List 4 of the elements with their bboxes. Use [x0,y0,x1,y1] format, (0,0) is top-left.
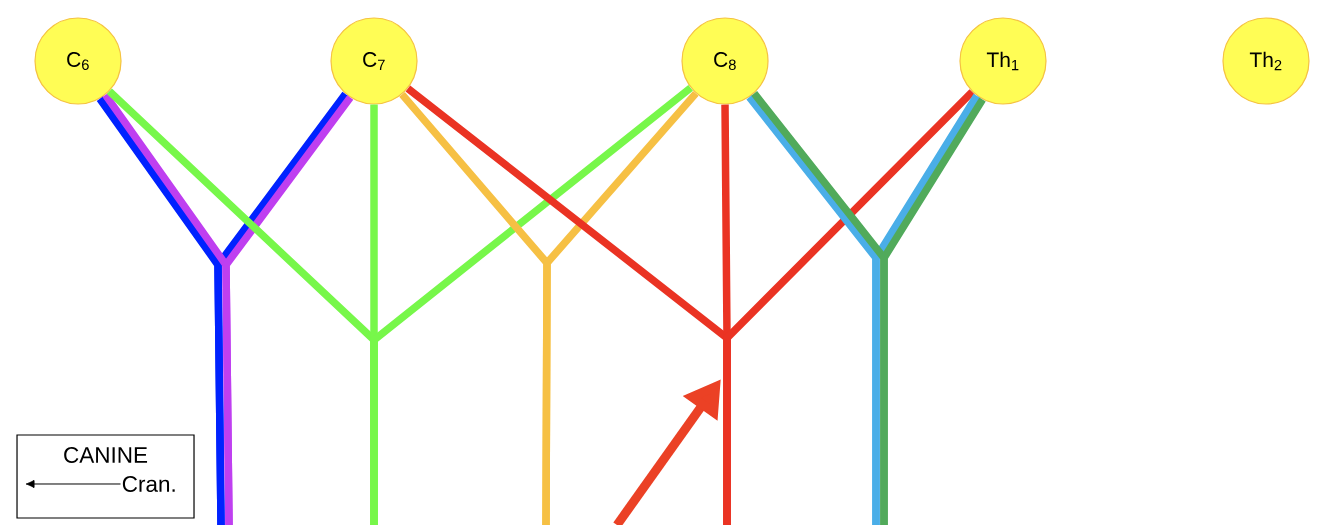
nerve-line [723,89,975,525]
nerve-line [542,90,699,525]
nerve-line [370,84,693,525]
key-box: CANINE Cran. [16,434,195,519]
